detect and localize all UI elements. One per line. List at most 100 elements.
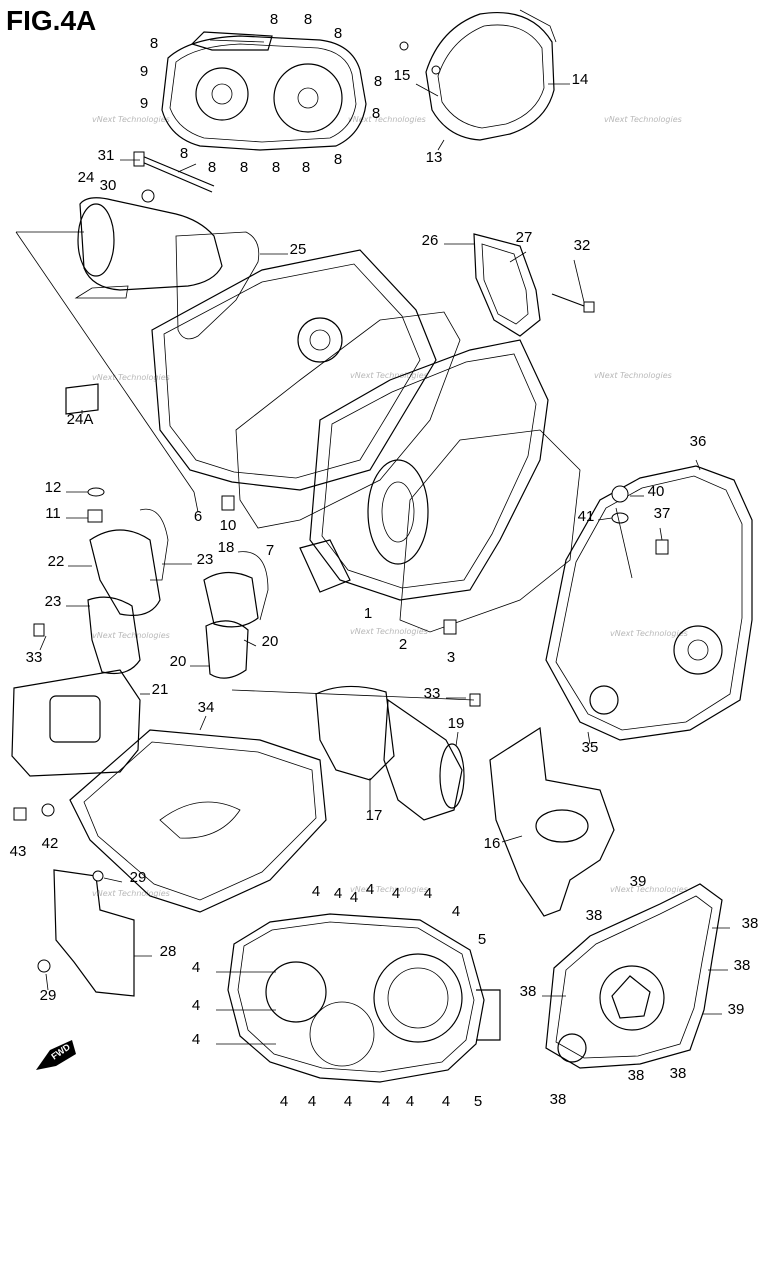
callout-4: 4 [350, 889, 358, 906]
callout-38: 38 [628, 1067, 645, 1084]
callout-4: 4 [424, 885, 432, 902]
callout-16: 16 [484, 835, 501, 852]
watermark-text: vNext Technologies [604, 115, 682, 124]
callout-41: 41 [578, 508, 595, 525]
callout-21: 21 [152, 681, 169, 698]
callout-4: 4 [280, 1093, 288, 1110]
gasket-25 [175, 231, 260, 340]
callout-4: 4 [452, 903, 460, 920]
callout-38: 38 [670, 1065, 687, 1082]
callout-8: 8 [150, 35, 158, 52]
callout-29: 29 [130, 869, 147, 886]
callout-38: 38 [550, 1091, 567, 1108]
callout-4: 4 [192, 997, 200, 1014]
clutch-housing-cover [227, 913, 501, 1083]
callout-4: 4 [192, 1031, 200, 1048]
callout-13: 13 [426, 149, 443, 166]
bolt-33a [33, 623, 45, 637]
callout-39: 39 [728, 1001, 745, 1018]
callout-28: 28 [160, 943, 177, 960]
callout-22: 22 [48, 553, 65, 570]
callout-8: 8 [272, 159, 280, 176]
callout-15: 15 [394, 67, 411, 84]
callout-20: 20 [262, 633, 279, 650]
callout-29: 29 [40, 987, 57, 1004]
callout-34: 34 [198, 699, 215, 716]
callout-8: 8 [334, 151, 342, 168]
callout-8: 8 [180, 145, 188, 162]
callout-17: 17 [366, 807, 383, 824]
callout-36: 36 [690, 433, 707, 450]
callout-25: 25 [290, 241, 307, 258]
dowel-37 [655, 539, 669, 555]
bolt-15 [399, 41, 409, 51]
callout-26: 26 [422, 232, 439, 249]
watermark-text: vNext Technologies [350, 627, 428, 636]
generator-cover-gasket [545, 883, 723, 1069]
callout-8: 8 [372, 105, 380, 122]
magneto-cover-35 [545, 465, 753, 741]
callout-24: 24 [78, 169, 95, 186]
callout-23: 23 [45, 593, 62, 610]
callout-7: 7 [266, 542, 274, 559]
callout-1: 1 [364, 605, 372, 622]
bolt-11 [87, 509, 103, 523]
bracket-28 [37, 869, 135, 997]
callout-40: 40 [648, 483, 665, 500]
gasket-7 [235, 311, 461, 529]
callout-37: 37 [654, 505, 671, 522]
forward-direction-arrow: FWD [36, 1040, 76, 1070]
watermark-text: vNext Technologies [350, 371, 428, 380]
callout-33: 33 [26, 649, 43, 666]
callout-4: 4 [406, 1093, 414, 1110]
guard-34 [69, 729, 327, 913]
callout-8: 8 [240, 159, 248, 176]
callout-23: 23 [197, 551, 214, 568]
callout-10: 10 [220, 517, 237, 534]
callout-30: 30 [100, 177, 117, 194]
watermark-text: vNext Technologies [92, 373, 170, 382]
watermark-text: vNext Technologies [610, 885, 688, 894]
callout-39: 39 [630, 873, 647, 890]
callout-31: 31 [98, 147, 115, 164]
crankcase-cover-1 [299, 339, 549, 601]
callout-38: 38 [586, 907, 603, 924]
boot-18 [203, 551, 269, 679]
figure-title: FIG.4A [6, 5, 96, 36]
callout-8: 8 [270, 11, 278, 28]
watermark-text: vNext Technologies [594, 371, 672, 380]
callout-11: 11 [45, 505, 61, 522]
bolt-30 [141, 189, 155, 203]
duct-24-assembly [74, 151, 223, 299]
callout-42: 42 [42, 835, 59, 852]
bolt-29a [92, 870, 104, 882]
watermark-group: vNext Technologies vNext Technologies vN… [92, 115, 688, 898]
dowel-3 [443, 619, 457, 635]
callout-19: 19 [448, 715, 465, 732]
callout-12: 12 [45, 479, 62, 496]
callout-35: 35 [582, 739, 599, 756]
callout-4: 4 [366, 881, 374, 898]
callout-5: 5 [474, 1093, 482, 1110]
bolt-32 [583, 301, 595, 313]
callout-20: 20 [170, 653, 187, 670]
watermark-text: vNext Technologies [92, 631, 170, 640]
callout-8: 8 [302, 159, 310, 176]
washer-42 [41, 803, 55, 817]
callout-8: 8 [334, 25, 342, 42]
callout-9: 9 [140, 95, 148, 112]
intake-duct-21 [11, 508, 169, 777]
callout-4: 4 [382, 1093, 390, 1110]
callout-18: 18 [218, 539, 235, 556]
callout-8: 8 [374, 73, 382, 90]
callout-8: 8 [208, 159, 216, 176]
callout-3: 3 [447, 649, 455, 666]
dowel-10 [221, 495, 235, 511]
plug-40 [611, 485, 629, 503]
duct-16 [489, 726, 615, 917]
gasket-2 [399, 429, 581, 633]
callout-27: 27 [516, 229, 533, 246]
callout-4: 4 [442, 1093, 450, 1110]
